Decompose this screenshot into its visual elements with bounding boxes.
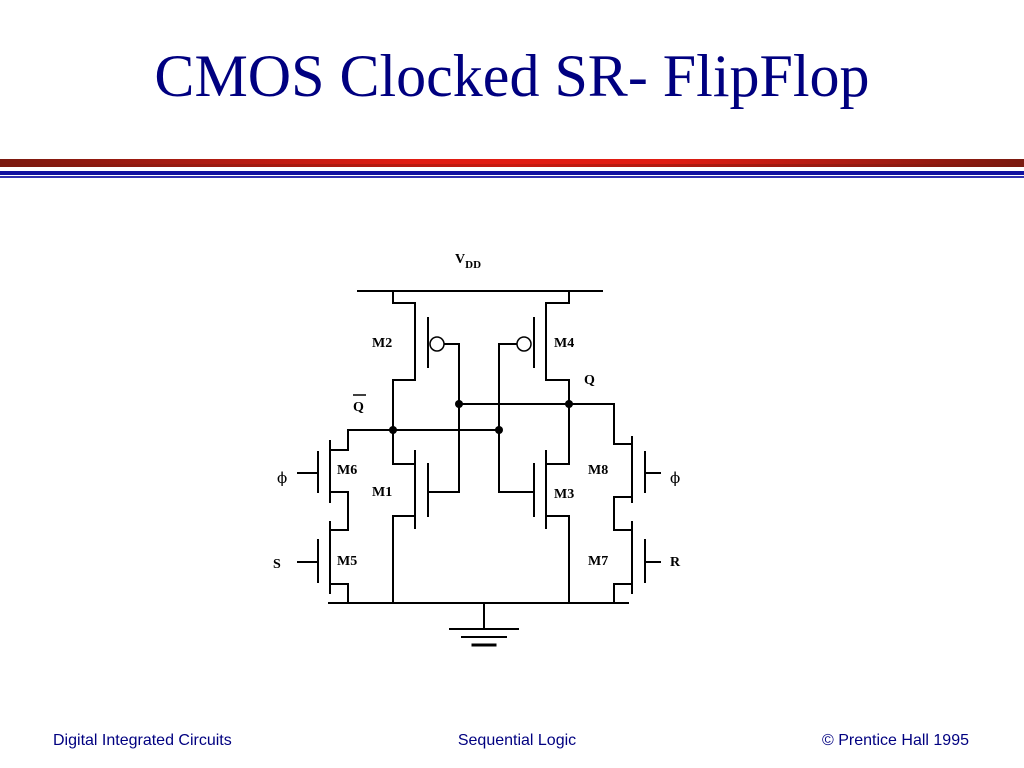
label-phi-right: ϕ	[670, 469, 680, 487]
junction-dot	[455, 400, 463, 408]
label-s: S	[273, 557, 281, 572]
label-m4: M4	[554, 336, 574, 351]
header-rule-red	[0, 159, 1024, 164]
junction-dot	[389, 426, 397, 434]
label-m1: M1	[372, 485, 392, 500]
slide-title: CMOS Clocked SR- FlipFlop	[154, 43, 870, 109]
label-phi-left: ϕ	[277, 469, 287, 487]
label-m7: M7	[588, 554, 608, 569]
transistor-m7	[613, 521, 661, 604]
footer-right: © Prentice Hall 1995	[822, 732, 969, 749]
label-m5: M5	[337, 554, 357, 569]
junction-dot	[565, 400, 573, 408]
header-rule-red-thin	[0, 164, 1024, 167]
label-m2: M2	[372, 336, 392, 351]
transistor-m6	[297, 429, 349, 531]
ground-symbol	[449, 628, 519, 647]
label-m8: M8	[588, 463, 608, 478]
label-m6: M6	[337, 463, 357, 478]
header-rule-blue	[0, 171, 1024, 175]
label-r: R	[670, 555, 681, 570]
transistor-m3	[498, 450, 570, 604]
header-rule-blue-thin	[0, 176, 1024, 178]
transistor-m1	[392, 450, 460, 604]
label-qbar: Q	[353, 400, 364, 415]
footer-left: Digital Integrated Circuits	[53, 732, 232, 749]
transistor-m2	[392, 290, 460, 493]
footer-center: Sequential Logic	[457, 732, 577, 749]
junction-dot	[495, 426, 503, 434]
vdd-label: VDD	[455, 252, 481, 271]
label-q: Q	[584, 373, 595, 388]
transistor-m8	[613, 403, 661, 531]
transistor-m5	[297, 521, 349, 604]
m2-gate-bubble	[429, 336, 445, 352]
m4-gate-bubble	[516, 336, 532, 352]
label-m3: M3	[554, 487, 574, 502]
transistor-m4	[498, 290, 570, 493]
